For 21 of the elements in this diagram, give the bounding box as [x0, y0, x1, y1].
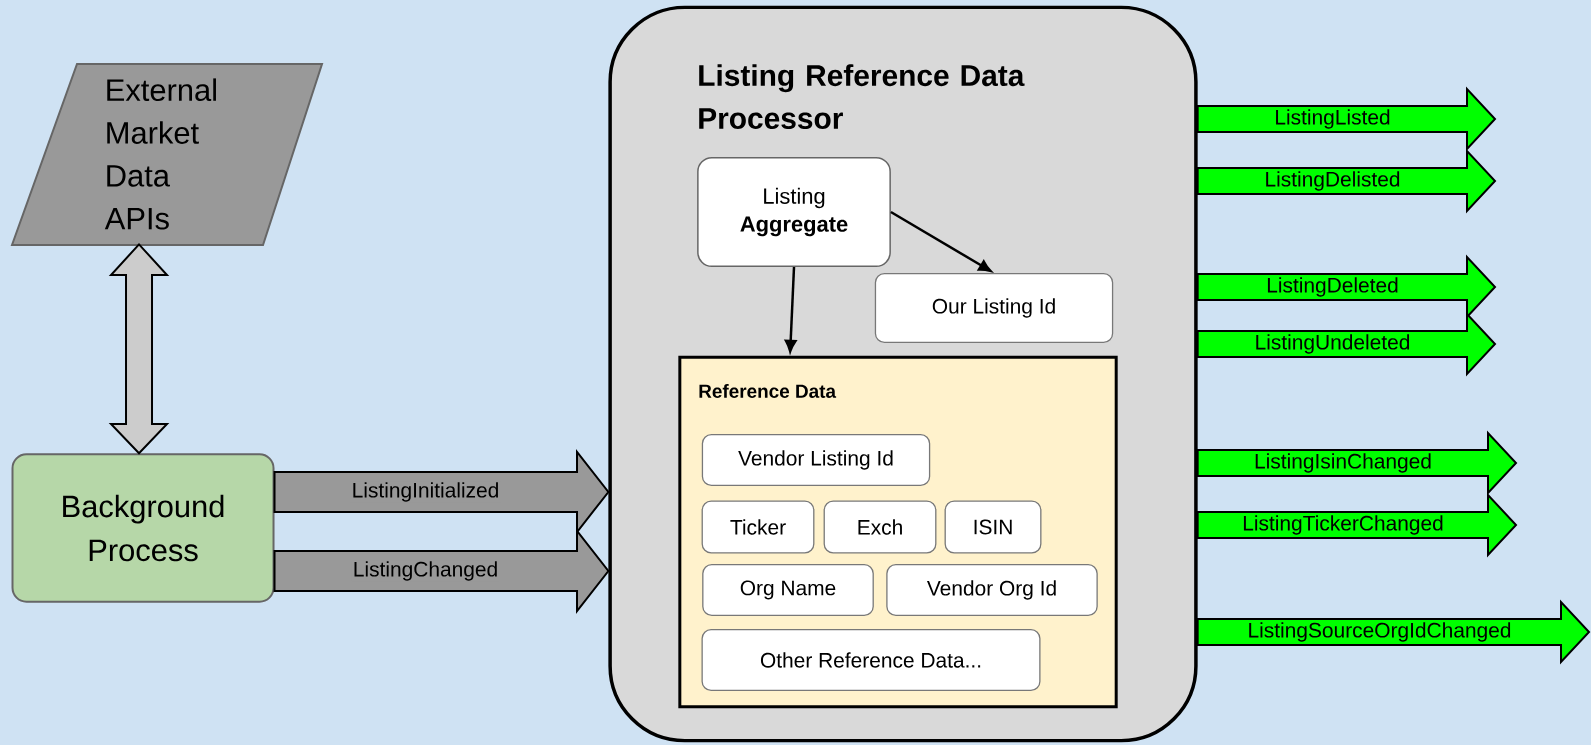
- field-box: Other Reference Data...: [701, 628, 1041, 692]
- edge-label: ListingListed: [1273, 108, 1392, 130]
- arrow: [890, 210, 992, 272]
- field-box: Vendor Org Id: [886, 563, 1098, 617]
- field-box: Ticker: [701, 500, 815, 554]
- arrow: [784, 267, 797, 353]
- field-box: Vendor Listing Id: [701, 433, 931, 487]
- field-box: Org Name: [702, 563, 874, 617]
- edge-label: ListingTickerChanged: [1241, 514, 1445, 536]
- edge-label: ListingSourceOrgIdChanged: [1246, 621, 1513, 643]
- edge-label: ListingInitialized: [350, 481, 501, 503]
- edge-label: ListingChanged: [351, 560, 500, 582]
- edge-label: ListingIsinChanged: [1253, 452, 1433, 474]
- field-box: Exch: [823, 500, 937, 554]
- edge-label: ListingDelisted: [1263, 170, 1402, 192]
- field-box: Our Listing Id: [874, 273, 1114, 343]
- aggregate-box: Listing Aggregate: [697, 156, 891, 268]
- edge-label: ListingDeleted: [1265, 276, 1400, 298]
- edge-label: ListingUndeleted: [1253, 333, 1412, 355]
- field-box: ISIN: [944, 500, 1042, 554]
- process-box: Background Process: [11, 453, 275, 603]
